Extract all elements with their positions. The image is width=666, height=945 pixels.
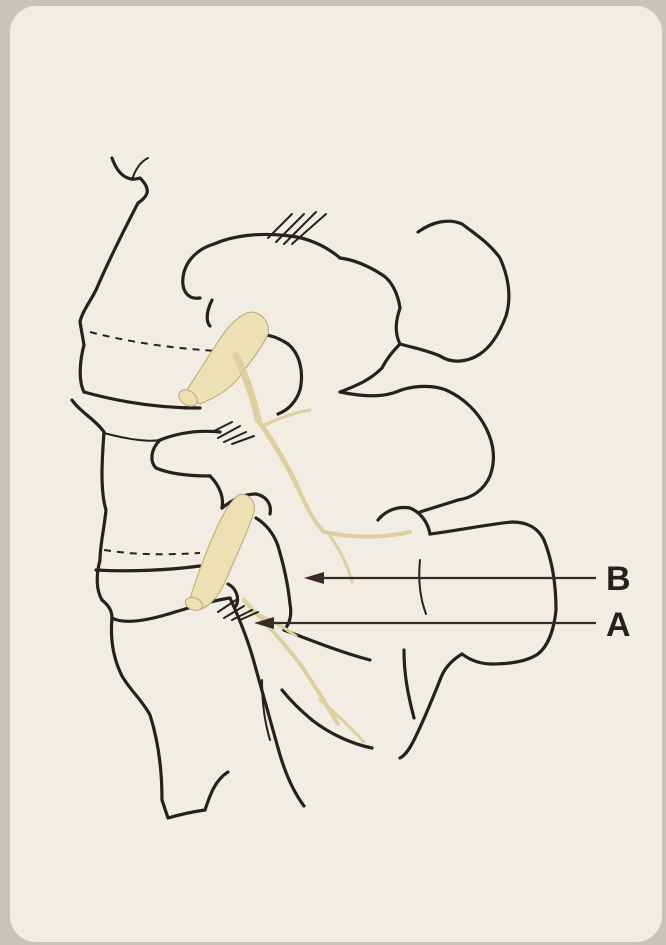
paper-background	[10, 6, 662, 942]
label-b: B	[606, 560, 631, 598]
label-a: A	[606, 606, 631, 644]
